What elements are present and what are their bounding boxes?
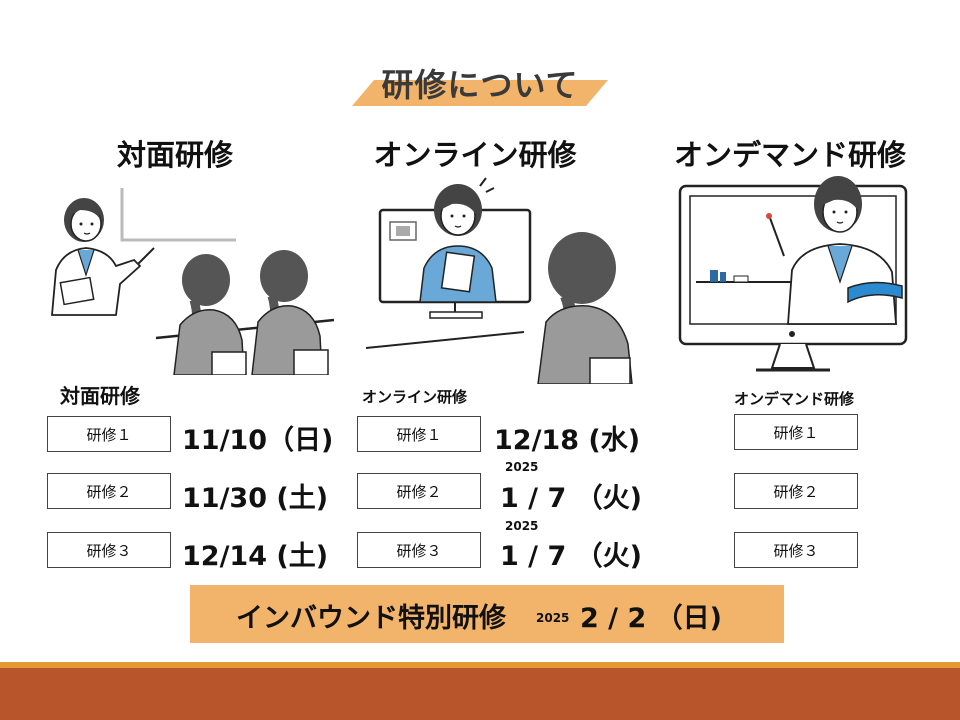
session-date-inperson-2: 11/30 (土) bbox=[182, 483, 329, 514]
label-inperson: 対面研修 bbox=[60, 384, 140, 408]
video-call-illustration-icon bbox=[365, 177, 633, 384]
session-date-inperson-1: 11/10（日) bbox=[182, 425, 334, 456]
title-ribbon bbox=[352, 80, 608, 106]
inbound-training-banner: インバウンド特別研修 2025 2 / 2 （日) bbox=[190, 585, 784, 643]
label-ondemand: オンデマンド研修 bbox=[734, 390, 855, 408]
session-box-inperson-3[interactable]: 研修３ bbox=[47, 532, 171, 568]
monitor-lecture-illustration-icon bbox=[678, 176, 908, 372]
section-title-online: オンライン研修 bbox=[373, 138, 577, 172]
page-title: 研修について bbox=[381, 66, 579, 104]
inbound-training-date: 2 / 2 （日) bbox=[580, 603, 722, 634]
footer-band bbox=[0, 668, 960, 720]
label-online: オンライン研修 bbox=[362, 388, 468, 406]
session-date-online-2: 1 / 7 （火) bbox=[500, 483, 642, 514]
session-box-online-3[interactable]: 研修３ bbox=[357, 532, 481, 568]
section-title-ondemand: オンデマンド研修 bbox=[673, 138, 906, 172]
session-box-online-2[interactable]: 研修２ bbox=[357, 473, 481, 509]
session-date-online-3: 1 / 7 （火) bbox=[500, 541, 642, 572]
session-year-online-3: 2025 bbox=[505, 519, 539, 533]
session-year-online-2: 2025 bbox=[505, 460, 539, 474]
section-title-inperson: 対面研修 bbox=[116, 138, 233, 172]
session-box-inperson-2[interactable]: 研修２ bbox=[47, 473, 171, 509]
session-box-ondemand-2[interactable]: 研修２ bbox=[734, 473, 858, 509]
session-box-ondemand-1[interactable]: 研修１ bbox=[734, 414, 858, 450]
session-date-inperson-3: 12/14 (土) bbox=[182, 541, 329, 572]
footer-accent-line bbox=[0, 662, 960, 668]
inbound-training-label: インバウンド特別研修 bbox=[236, 603, 506, 634]
session-box-online-1[interactable]: 研修１ bbox=[357, 416, 481, 452]
session-date-online-1: 12/18 (水) bbox=[494, 425, 641, 456]
inbound-training-year: 2025 bbox=[536, 611, 570, 625]
session-box-ondemand-3[interactable]: 研修３ bbox=[734, 532, 858, 568]
teacher-students-illustration-icon bbox=[51, 188, 334, 375]
session-box-inperson-1[interactable]: 研修１ bbox=[47, 416, 171, 452]
